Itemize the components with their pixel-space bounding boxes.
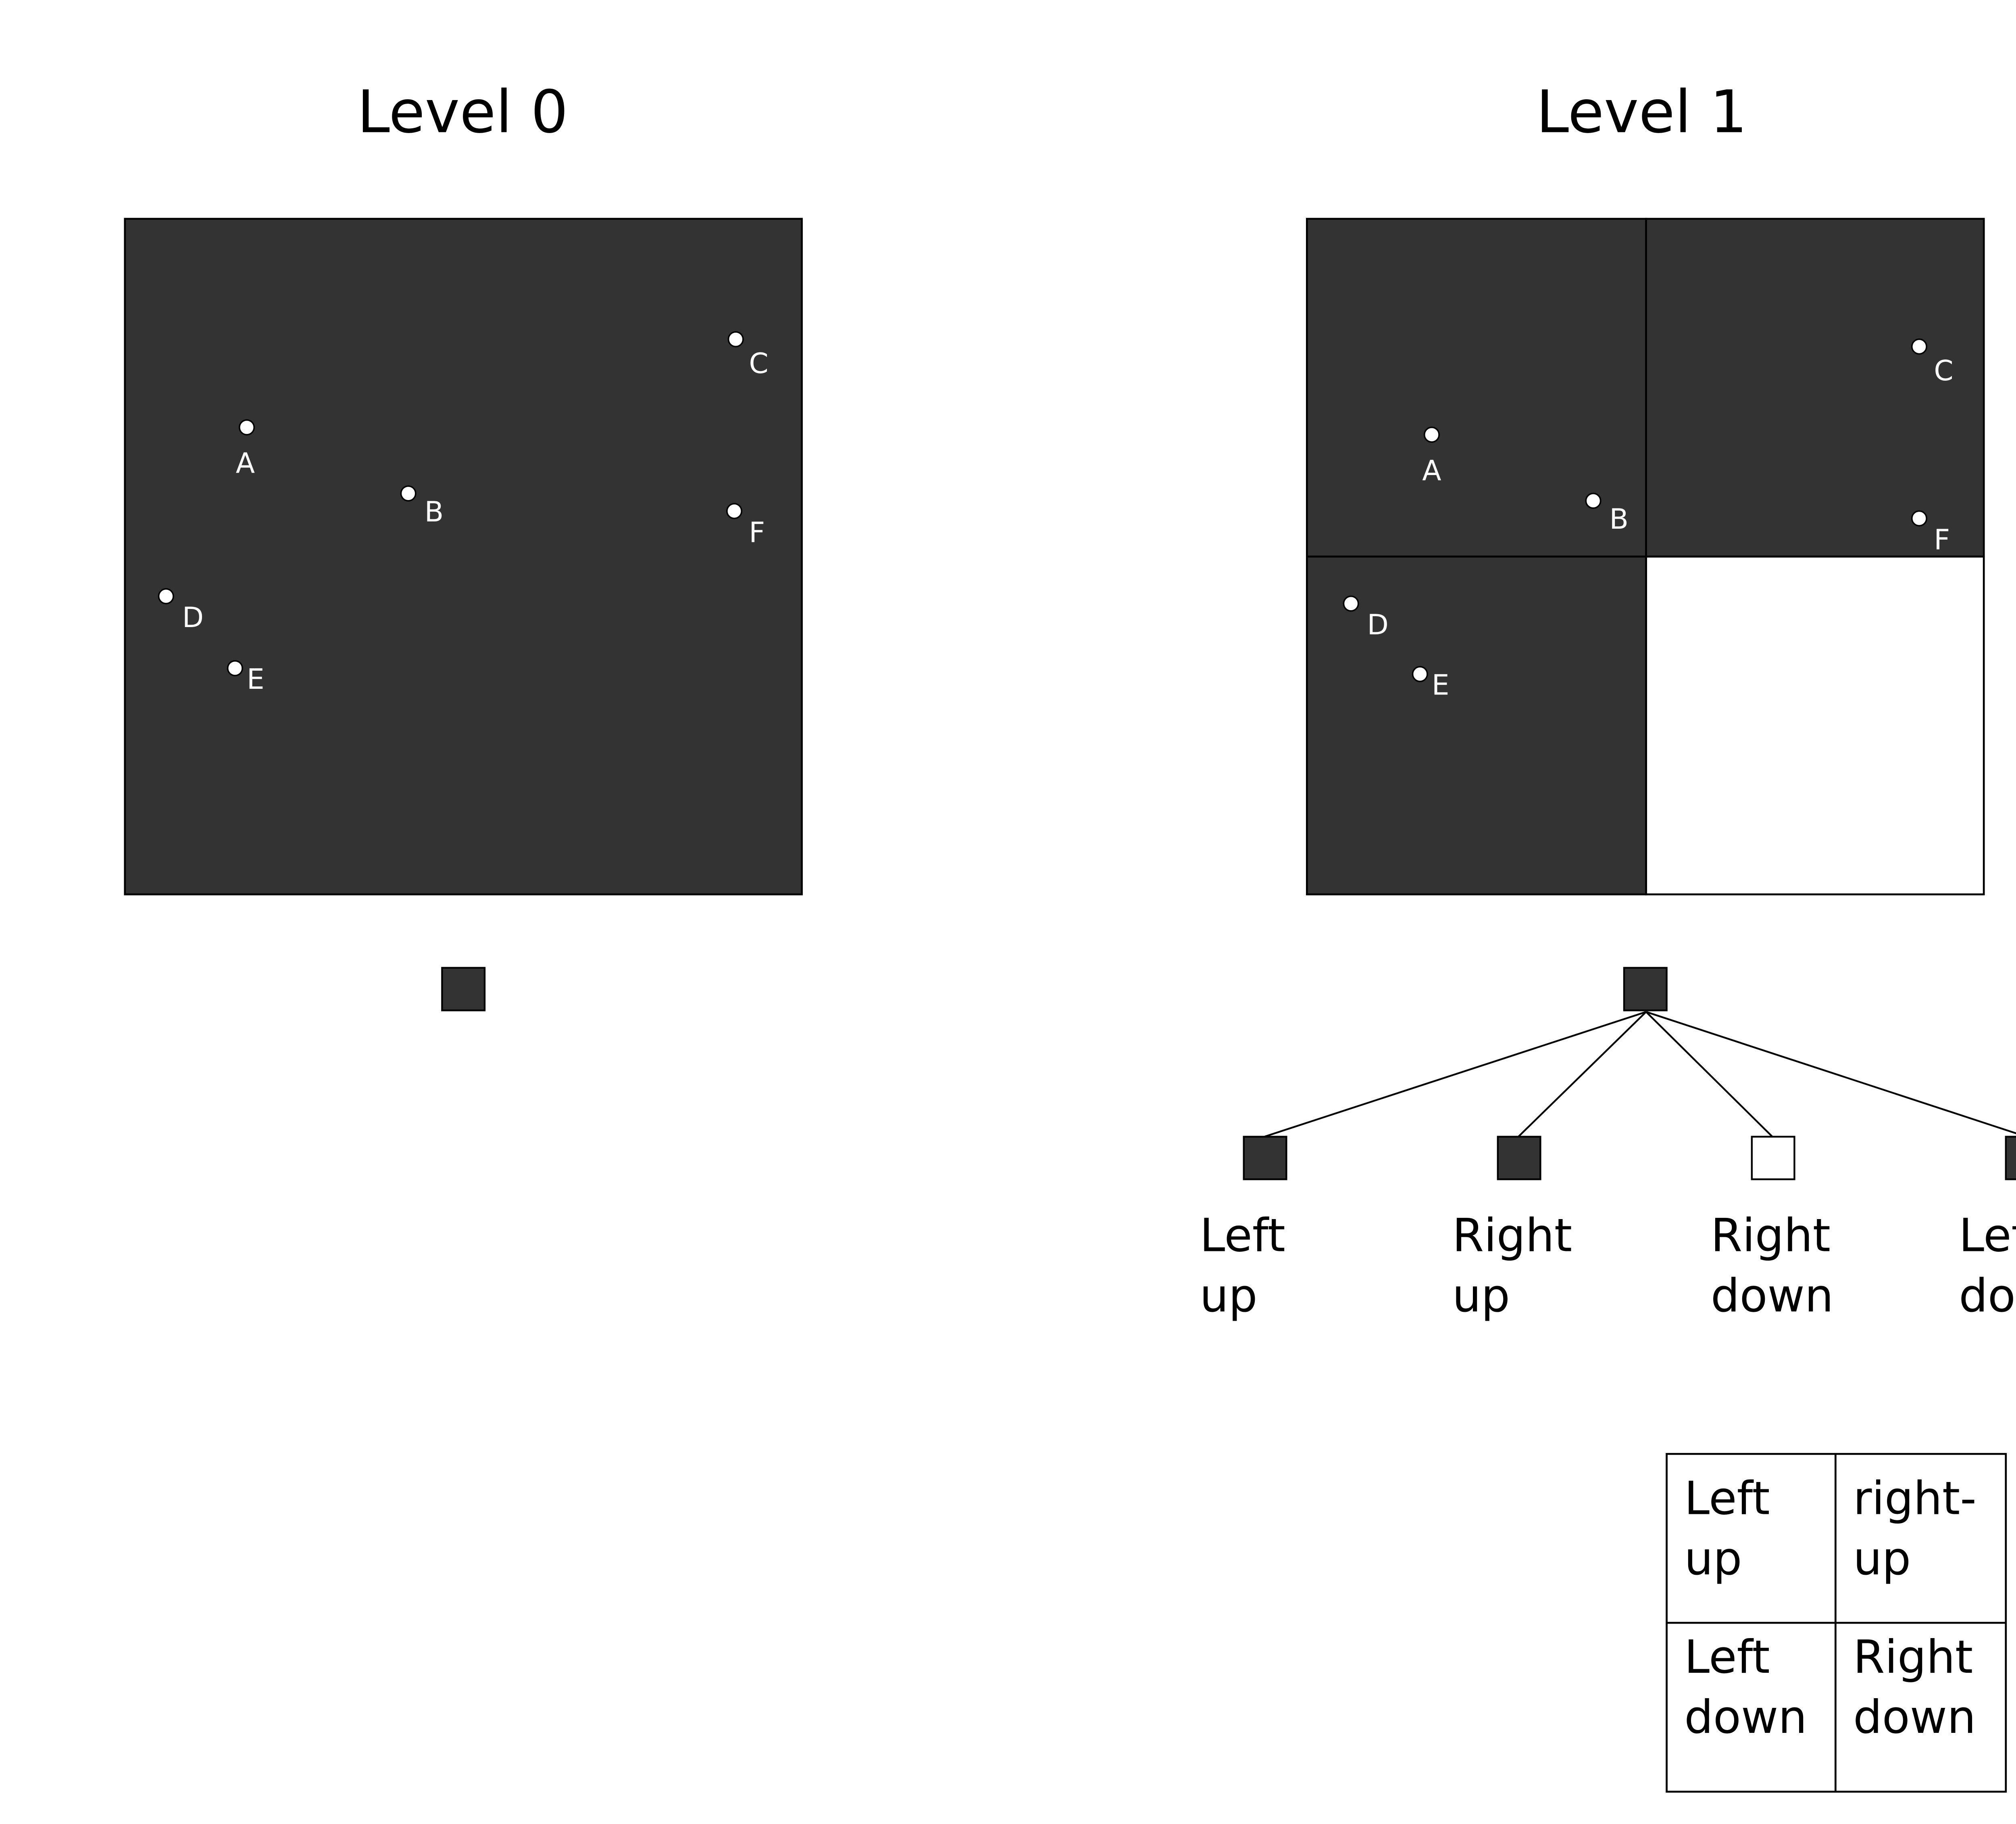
level-1-root-node — [1623, 967, 1668, 1011]
level-1-point-c: C — [1911, 338, 1954, 387]
cell-label: up — [1684, 1532, 1742, 1585]
node-square — [1243, 1136, 1287, 1180]
node-label: up — [1452, 1269, 1510, 1322]
level-0-point-e: E — [227, 660, 264, 696]
level-0-point-c: C — [727, 331, 768, 380]
level-0-point-b: B — [400, 485, 444, 528]
child-node-left-up: Left up — [1200, 1136, 1287, 1322]
cell-label: down — [1684, 1691, 1807, 1744]
point-label: D — [182, 602, 204, 634]
edge-left-up — [1264, 1011, 1647, 1138]
level-1-point-d: D — [1343, 595, 1389, 641]
node-label: Right — [1452, 1209, 1572, 1262]
child-node-left-down: Left down — [1959, 1136, 2016, 1322]
point-label: C — [1934, 355, 1953, 387]
node-label: Left — [1959, 1209, 2016, 1262]
point-label: E — [247, 663, 264, 696]
level-0-region — [124, 218, 803, 896]
node-square — [1751, 1136, 1795, 1180]
point-label: F — [1934, 524, 1950, 556]
level-0-point-d: D — [158, 588, 204, 634]
point-label: C — [749, 348, 768, 380]
point-label: B — [1610, 503, 1629, 536]
point-label: D — [1367, 609, 1389, 641]
level-0-point-a: A — [236, 419, 255, 480]
node-square — [1497, 1136, 1541, 1180]
point-label: A — [1422, 455, 1441, 487]
quadrant-right-down — [1645, 555, 1985, 896]
child-node-right-up: Right up — [1452, 1136, 1572, 1322]
level-0-panel: Level 0 A B C F D E — [124, 78, 803, 1011]
table-cell-right-up: right- up — [1853, 1472, 1976, 1585]
point-label: E — [1432, 669, 1450, 702]
edge-left-down — [1645, 1011, 2016, 1134]
quadrant-left-down — [1306, 555, 1647, 896]
cell-label: right- — [1853, 1472, 1976, 1525]
level-0-title: Level 0 — [357, 78, 568, 146]
node-label: Left — [1200, 1209, 1285, 1262]
level-0-point-f: F — [726, 503, 765, 549]
table-cell-right-down: Right down — [1853, 1630, 1976, 1744]
point-label: B — [425, 496, 444, 528]
point-label: F — [749, 517, 765, 549]
level-1-point-b: B — [1585, 492, 1629, 536]
node-label: up — [1200, 1269, 1258, 1322]
tree-edges — [1264, 1011, 2016, 1138]
level-1-title: Level 1 — [1536, 78, 1747, 146]
node-label: down — [1959, 1269, 2016, 1322]
node-label: down — [1711, 1269, 1834, 1322]
table-cell-left-up: Left up — [1684, 1472, 1770, 1585]
level-0-root-node — [441, 967, 486, 1011]
cell-label: Left — [1684, 1472, 1770, 1525]
cell-label: Right — [1853, 1630, 1973, 1684]
node-square — [2005, 1136, 2016, 1180]
cell-label: down — [1853, 1691, 1976, 1744]
edge-right-up — [1518, 1011, 1647, 1138]
level-1-panel: Level 1 A B C F D E — [1200, 78, 2016, 1322]
level-1-point-f: F — [1911, 510, 1950, 556]
level-1-point-a: A — [1422, 426, 1441, 487]
child-node-right-down: Right down — [1711, 1136, 1834, 1322]
point-label: A — [236, 448, 255, 480]
level-1-point-e: E — [1412, 666, 1450, 702]
table-cell-left-down: Left down — [1684, 1630, 1807, 1744]
quadrant-right-up — [1645, 218, 1985, 558]
node-label: Right — [1711, 1209, 1831, 1262]
cell-label: Left — [1684, 1630, 1770, 1684]
edge-right-down — [1645, 1011, 1773, 1138]
cell-label: up — [1853, 1532, 1911, 1585]
quadrant-legend-table: Left up right- up Left down Right down — [1666, 1453, 2007, 1793]
